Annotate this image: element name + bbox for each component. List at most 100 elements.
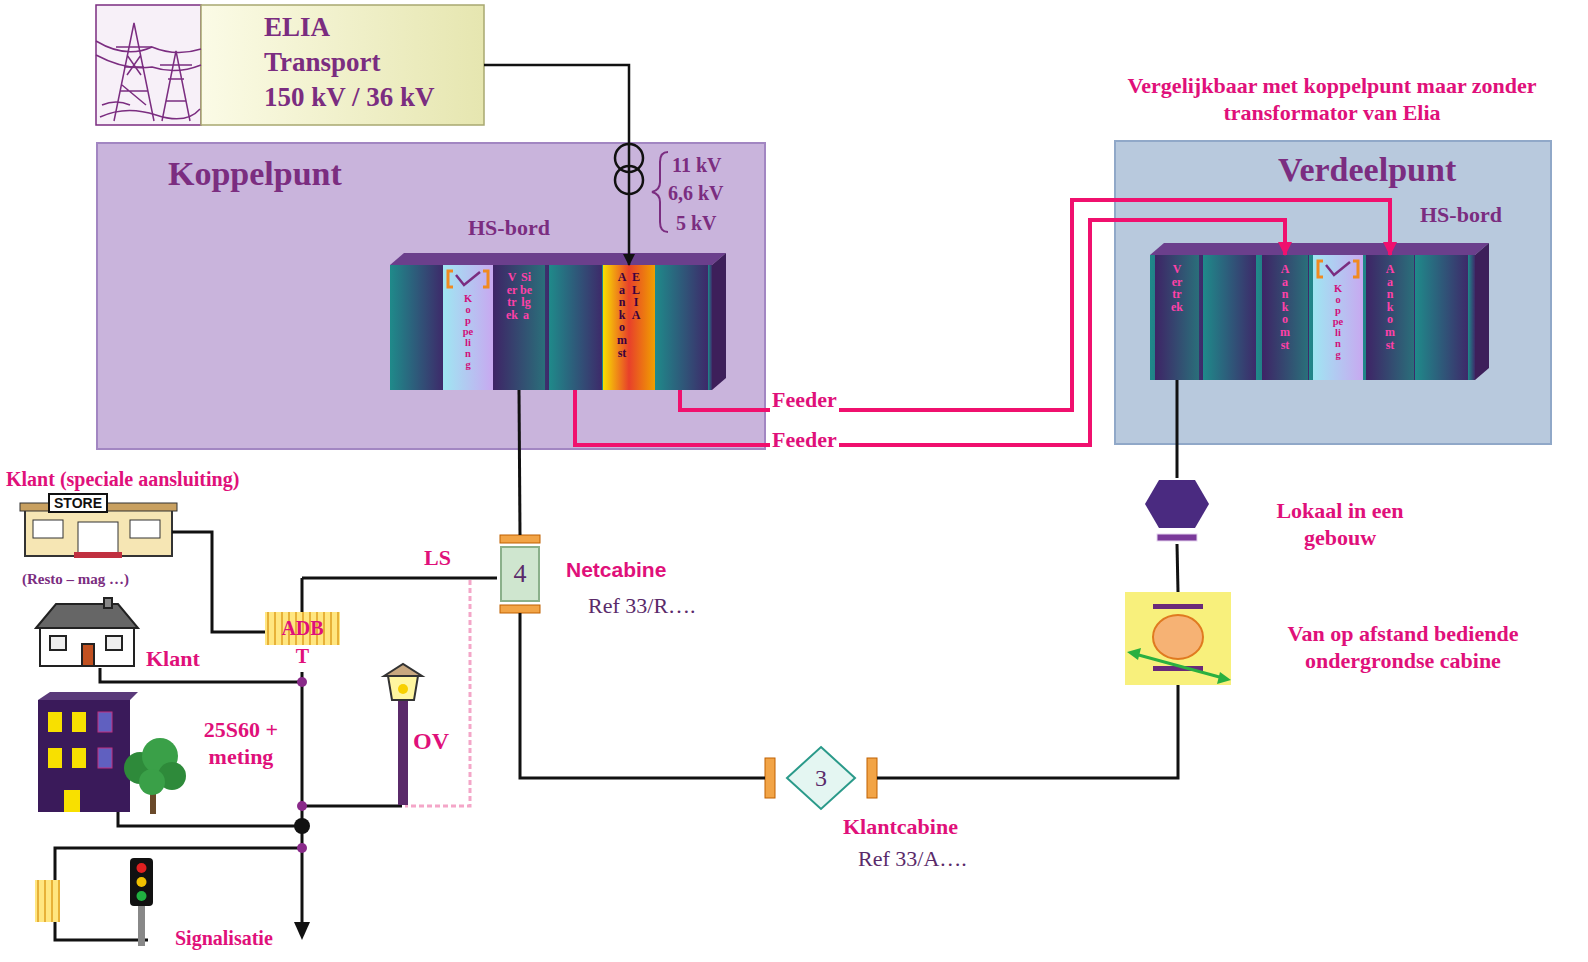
wire <box>301 672 304 925</box>
vertical-text-group: Aankomst <box>1262 263 1308 351</box>
wire <box>302 805 402 808</box>
tree-illustration <box>124 738 186 814</box>
remote-cabin-shape <box>1127 648 1141 660</box>
switchboard-shape <box>390 215 735 390</box>
switch-cell: Koppeling <box>1313 255 1363 380</box>
apartment-illustration <box>48 748 62 768</box>
building-room: Lokaal in een gebouw <box>1143 478 1211 544</box>
switch-cell-shape <box>1155 255 1199 380</box>
node-label-wrap: Transport <box>264 45 381 79</box>
switchboard-shape <box>390 265 443 390</box>
apartment-illustration <box>48 712 86 812</box>
free-label-wrap: Vergelijkbaar met koppelpunt maar zonder… <box>1112 72 1552 126</box>
free-label-wrap: Signalisatie <box>175 926 273 950</box>
traffic-light <box>130 858 153 946</box>
house-illustration <box>36 598 138 666</box>
signal-cabinet <box>35 880 60 922</box>
node-label: ADB T <box>279 614 327 670</box>
transformer-symbol <box>615 144 643 172</box>
switchboard-shape <box>1150 255 1203 380</box>
network-cabin-shape <box>500 605 540 613</box>
switchboard-shape <box>1203 255 1256 380</box>
free-label-wrap: 5 kV <box>676 211 717 235</box>
switch-cell-shape <box>493 265 545 390</box>
supply-box-shape <box>160 51 192 121</box>
free-label-wrap: 11 kV <box>672 153 721 177</box>
traffic-light <box>137 891 147 901</box>
free-label-wrap: 25S60 + meting <box>186 716 296 770</box>
free-label: Vergelijkbaar met koppelpunt maar zonder… <box>1112 72 1552 126</box>
switch-cell-shape <box>1262 255 1308 380</box>
cell-label: Aankomst <box>1279 263 1291 351</box>
network-cabin: 4NetcabineRef 33/R…. <box>497 535 543 613</box>
free-label-wrap: 6,6 kV <box>668 181 724 205</box>
cell-label: Aankomst <box>616 271 628 359</box>
switch-cell: Aankomst <box>1366 255 1414 380</box>
building-room-shape <box>1145 480 1209 528</box>
switchboard-shape <box>1309 255 1362 380</box>
switch-cell: Koppeling <box>443 265 493 390</box>
node-label-wrap: Ref 33/R…. <box>588 593 696 619</box>
switchboard-shape <box>1150 243 1489 255</box>
cell-label: Vertrek <box>506 271 518 321</box>
node-label-wrap: Klantcabine <box>843 813 958 840</box>
switchboard-shape <box>443 265 496 390</box>
apartment-illustration <box>64 790 80 812</box>
switchboard: HS-bordVertrekAankomstKoppelingAankomst <box>1150 200 1530 380</box>
supply-box-shape <box>96 5 201 125</box>
wire <box>301 578 304 612</box>
node-label-wrap: Koppelpunt <box>168 154 342 194</box>
free-label: 25S60 + meting <box>186 716 296 770</box>
apartment-illustration <box>98 748 112 768</box>
house-illustration <box>104 598 112 608</box>
node-label-wrap: HS-bord <box>1420 202 1502 228</box>
cell-label: ELIA <box>630 271 642 359</box>
remote-cabin: Van op afstand bediende ondergrondse cab… <box>1125 592 1231 685</box>
connector <box>1177 544 1178 592</box>
apartment-illustration <box>38 700 130 812</box>
apartment-illustration <box>98 712 112 768</box>
switchboard-shape <box>1256 255 1309 380</box>
cell-label: Koppeling <box>463 293 474 370</box>
apartment-illustration <box>72 712 86 732</box>
store-illustration <box>130 520 160 538</box>
connector <box>520 613 765 778</box>
cell-label: Vertrek <box>1171 263 1183 313</box>
edge-label: Feeder <box>770 387 839 413</box>
switchboard-shape <box>549 265 602 390</box>
wire <box>55 848 302 940</box>
switchboard-shape <box>602 265 655 390</box>
connector <box>680 200 1390 410</box>
switch-cell-shape <box>493 265 545 390</box>
customer-cabin: 3KlantcabineRef 33/A…. <box>765 745 877 811</box>
tree-illustration <box>139 769 165 795</box>
free-label: 5 kV <box>676 211 717 235</box>
junction-dot <box>297 843 307 853</box>
switch-cell-shape <box>603 265 655 390</box>
edge-label: Feeder <box>770 427 839 453</box>
voltage-brace <box>652 152 668 232</box>
traffic-light <box>137 863 147 873</box>
node-label: Verdeelpunt <box>1278 150 1456 190</box>
free-label-wrap: Klant <box>146 645 200 672</box>
free-label: 6,6 kV <box>668 181 724 205</box>
wire <box>302 577 497 580</box>
remote-cabin-shape <box>1135 654 1223 678</box>
apartment-illustration <box>38 692 138 812</box>
distribution-region: VerdeelpuntHS-bordVertrekAankomstKoppeli… <box>1114 140 1552 445</box>
supply-box: ELIATransport150 kV / 36 kV <box>96 5 484 125</box>
free-label: 11 kV <box>672 153 721 177</box>
house-illustration <box>36 604 138 628</box>
apartment-illustration <box>72 748 86 768</box>
traffic-light <box>138 904 145 946</box>
switch-cell: Aankomst <box>1262 255 1308 380</box>
node-label: Koppelpunt <box>168 154 342 194</box>
distribution-box: ADB T <box>265 612 340 672</box>
free-label-wrap: STORE <box>48 493 108 513</box>
store-illustration <box>78 522 118 556</box>
node-label-wrap: 150 kV / 36 kV <box>264 80 435 114</box>
free-label-wrap: (Resto – mag …) <box>22 570 129 588</box>
connector <box>1176 380 1179 478</box>
switchboard-shape <box>390 253 726 265</box>
network-cabin-shape <box>500 535 540 543</box>
